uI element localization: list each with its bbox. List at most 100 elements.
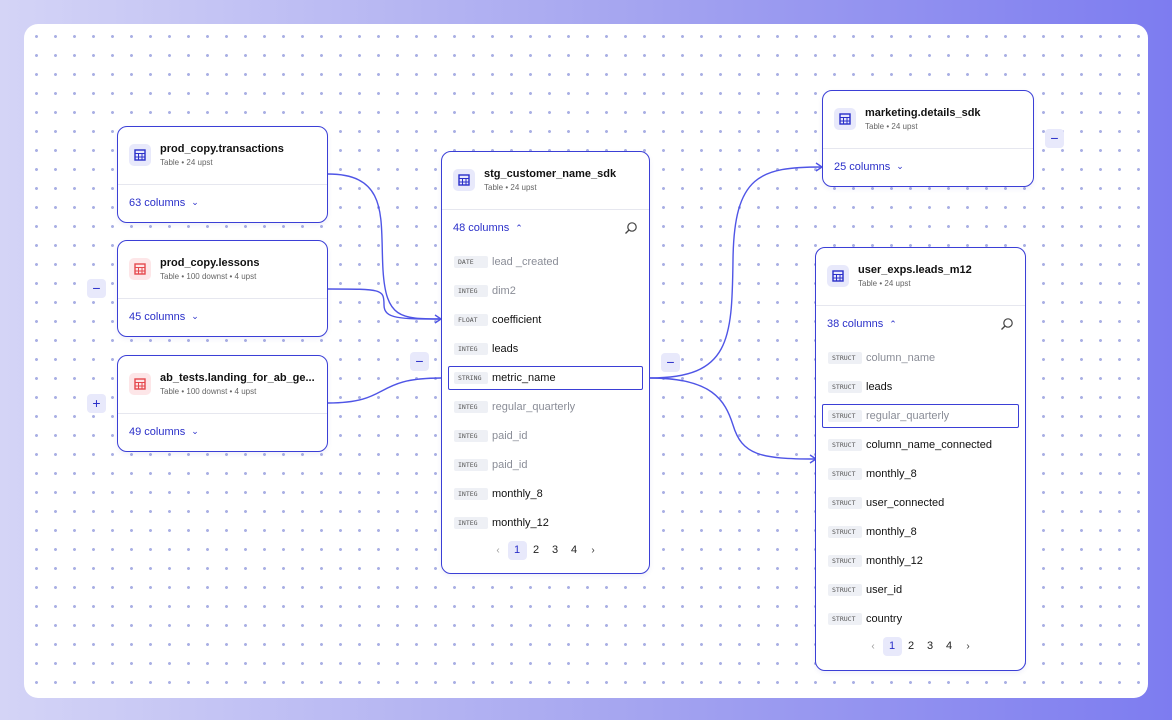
pagination: ‹ 1 2 3 4 ›: [442, 541, 649, 560]
search-icon[interactable]: [1000, 317, 1014, 331]
page-button[interactable]: 4: [945, 640, 953, 652]
field-type: STRUCT: [828, 526, 862, 538]
page-button[interactable]: 3: [926, 640, 934, 652]
field-row[interactable]: FLOAT coefficient: [448, 308, 643, 332]
columns-toggle[interactable]: 38 columns ⌃: [816, 306, 1025, 342]
field-name: column_name_connected: [866, 439, 992, 451]
search-icon[interactable]: [624, 221, 638, 235]
field-row[interactable]: INTEG monthly_8: [448, 482, 643, 506]
table-name: stg_customer_name_sdk: [484, 168, 617, 180]
field-name: column_name: [866, 352, 936, 364]
collapse-lessons-button[interactable]: −: [87, 279, 106, 298]
table-icon: [129, 373, 151, 395]
chevron-down-icon: ⌄: [191, 197, 199, 207]
table-icon: [834, 108, 856, 130]
field-row[interactable]: DATE lead _created: [448, 250, 643, 274]
page-button[interactable]: 2: [907, 640, 915, 652]
field-type: STRUCT: [828, 410, 862, 422]
columns-toggle[interactable]: 45 columns ⌄: [118, 299, 327, 334]
field-type: FLOAT: [454, 314, 488, 326]
table-name: prod_copy.transactions: [160, 143, 284, 155]
collapse-center-upstream-button[interactable]: −: [410, 352, 429, 371]
card-header: prod_copy.lessons Table • 100 downst • 4…: [118, 241, 327, 299]
next-page-button[interactable]: ›: [591, 545, 595, 556]
table-name: ab_tests.landing_for_ab_ge...: [160, 372, 315, 384]
columns-count: 25 columns: [834, 160, 891, 173]
field-name: coefficient: [492, 314, 542, 326]
columns-toggle[interactable]: 48 columns ⌃: [442, 210, 649, 246]
field-name: leads: [492, 343, 519, 355]
columns-toggle[interactable]: 49 columns ⌄: [118, 414, 327, 449]
table-icon: [129, 258, 151, 280]
collapse-center-downstream-button[interactable]: −: [661, 353, 680, 372]
card-header: user_exps.leads_m12 Table • 24 upst: [816, 248, 1025, 306]
columns-toggle[interactable]: 25 columns ⌄: [823, 149, 1033, 184]
field-row[interactable]: STRUCT country: [822, 607, 1019, 631]
field-name: lead _created: [492, 256, 559, 268]
field-name: monthly_12: [492, 517, 549, 529]
field-type: STRING: [454, 372, 488, 384]
chevron-down-icon: ⌄: [191, 311, 199, 321]
collapse-marketing-button[interactable]: −: [1045, 129, 1064, 148]
field-row[interactable]: STRUCT column_name: [822, 346, 1019, 370]
field-name: dim2: [492, 285, 516, 297]
page-button[interactable]: 3: [551, 544, 559, 556]
field-type: STRUCT: [828, 613, 862, 625]
table-card-prod-copy-transactions[interactable]: prod_copy.transactions Table • 24 upst 6…: [117, 126, 328, 223]
field-name: paid_id: [492, 430, 528, 442]
card-header: ab_tests.landing_for_ab_ge... Table • 10…: [118, 356, 327, 414]
card-header: stg_customer_name_sdk Table • 24 upst: [442, 152, 649, 210]
field-name: country: [866, 613, 903, 625]
table-card-marketing-details-sdk[interactable]: marketing.details_sdk Table • 24 upst 25…: [822, 90, 1034, 187]
prev-page-button[interactable]: ‹: [871, 641, 875, 652]
table-card-ab-tests-landing[interactable]: ab_tests.landing_for_ab_ge... Table • 10…: [117, 355, 328, 452]
prev-page-button[interactable]: ‹: [496, 545, 500, 556]
field-type: STRUCT: [828, 352, 862, 364]
field-type: STRUCT: [828, 497, 862, 509]
table-meta: Table • 100 downst • 4 upst: [160, 272, 257, 281]
field-name: paid_id: [492, 459, 528, 471]
columns-count: 38 columns: [827, 318, 884, 330]
field-row[interactable]: STRUCT monthly_12: [822, 549, 1019, 573]
table-card-user-exps-leads-m12[interactable]: user_exps.leads_m12 Table • 24 upst 38 c…: [815, 247, 1026, 671]
field-type: DATE: [454, 256, 488, 268]
field-type: INTEG: [454, 459, 488, 471]
expand-abtests-button[interactable]: +: [87, 394, 106, 413]
columns-count: 63 columns: [129, 196, 186, 209]
field-name: monthly_12: [866, 555, 923, 567]
field-row[interactable]: STRUCT column_name_connected: [822, 433, 1019, 457]
table-card-prod-copy-lessons[interactable]: prod_copy.lessons Table • 100 downst • 4…: [117, 240, 328, 337]
columns-toggle[interactable]: 63 columns ⌄: [118, 185, 327, 220]
page-button-current[interactable]: 1: [882, 637, 902, 656]
page-button[interactable]: 4: [570, 544, 578, 556]
field-row[interactable]: INTEG paid_id: [448, 453, 643, 477]
field-name: leads: [866, 381, 893, 393]
next-page-button[interactable]: ›: [966, 641, 970, 652]
table-card-stg-customer-name-sdk[interactable]: stg_customer_name_sdk Table • 24 upst 48…: [441, 151, 650, 574]
chevron-up-icon: ⌃: [515, 222, 523, 233]
field-type: INTEG: [454, 401, 488, 413]
table-meta: Table • 24 upst: [484, 183, 537, 192]
table-meta: Table • 24 upst: [858, 279, 911, 288]
page-button[interactable]: 2: [532, 544, 540, 556]
field-type: STRUCT: [828, 555, 862, 567]
page-button-current[interactable]: 1: [507, 541, 527, 560]
pagination: ‹ 1 2 3 4 ›: [816, 637, 1025, 656]
field-type: INTEG: [454, 488, 488, 500]
field-type: STRUCT: [828, 439, 862, 451]
columns-count: 49 columns: [129, 425, 186, 438]
field-name: monthly_8: [492, 488, 543, 500]
